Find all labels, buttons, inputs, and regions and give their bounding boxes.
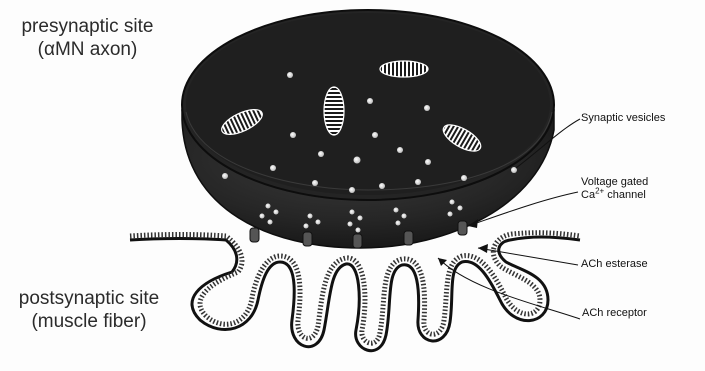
ach-esterase-label: ACh esterase [581,258,648,271]
presynaptic-label-line1: presynaptic site [10,15,165,38]
presynaptic-label-line2: (αMN axon) [10,38,165,61]
ach-receptor-label: ACh receptor [582,307,647,320]
channel-text: channel [604,189,646,201]
postsynaptic-label-line2: (muscle fiber) [8,310,170,333]
postsynaptic-label: postsynaptic site (muscle fiber) [8,287,170,333]
postsynaptic-label-line1: postsynaptic site [8,287,170,310]
presynaptic-label: presynaptic site (αMN axon) [10,15,165,61]
calcium-channel-label-line2: Ca2+ channel [581,189,648,202]
ca-superscript: 2+ [595,186,604,195]
postsynaptic-membrane [130,233,580,351]
ca-text: Ca [581,189,595,201]
calcium-channel-label-line1: Voltage gated [581,176,648,189]
synaptic-vesicles-label: Synaptic vesicles [581,112,665,125]
calcium-channel-label: Voltage gated Ca2+ channel [581,176,648,202]
